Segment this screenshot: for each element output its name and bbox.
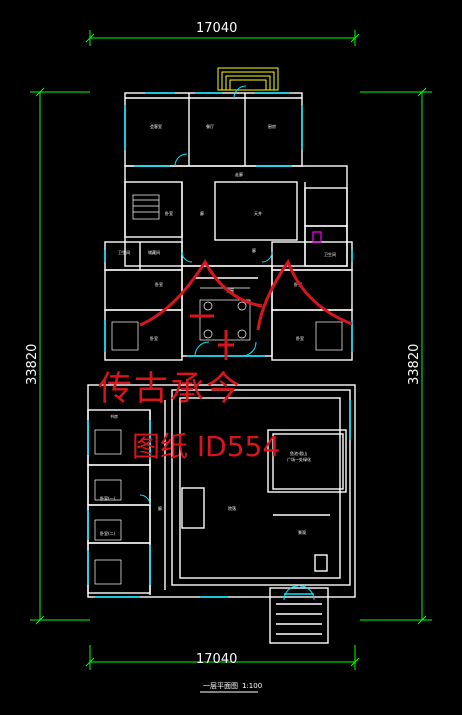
label-wash-w: 卫生间 (118, 249, 130, 255)
watermark-brand: 传古承今 (98, 369, 242, 409)
label-pool-note: 鱼池·假山 (290, 450, 307, 456)
label-yard: 院落 (228, 505, 236, 511)
dimension-lines (30, 30, 432, 670)
label-pool-note2: 广场一处绿化 (287, 456, 311, 462)
entry-steps-north (217, 67, 279, 91)
label-courtyard: 天井 (254, 210, 262, 216)
label-hall-w: 廊 (200, 210, 204, 216)
door-swings (139, 85, 315, 601)
label-storage-w: 储藏间 (148, 249, 160, 255)
label-main-hall: 堂屋 (226, 287, 234, 293)
label-bedroom-lw: 卧室 (150, 335, 158, 341)
watermark-roof-logo (139, 258, 353, 360)
label-bedroom-s2: 卧室(二) (100, 530, 116, 536)
label-hall-e: 廊 (252, 247, 256, 253)
dimension-height-left: 33820 (25, 344, 40, 385)
label-study: 书房 (110, 413, 118, 419)
room-labels: 会客室 餐厅 厨房 走廊 天井 卧室 廊 廊 卫生间 储藏间 卫生间 卧室 卧室… (100, 123, 336, 536)
dimension-width-top: 17040 (196, 21, 237, 36)
dimension-height-right: 33820 (407, 344, 422, 385)
label-bedroom-w: 卧室 (165, 210, 173, 216)
label-toilet-e: 卫生间 (324, 251, 336, 257)
label-kitchen: 厨房 (268, 123, 276, 129)
dimension-width-bottom: 17040 (196, 652, 237, 667)
label-bedroom-nw: 会客室 (150, 123, 162, 129)
label-bedroom-mid-w: 卧室 (155, 281, 163, 287)
drawing-scale: 1:100 (242, 682, 262, 690)
walls (87, 92, 356, 644)
drawing-title: 一层平面图 (203, 682, 238, 690)
label-bedroom-s1: 卧室(一) (100, 495, 116, 501)
label-corridor-s: 廊 (158, 505, 162, 511)
label-landscape: 景观 (298, 529, 306, 535)
label-corridor-top: 走廊 (235, 171, 243, 177)
watermark-id: 图纸 ID554 (132, 430, 280, 463)
toilet-fixture (312, 231, 322, 243)
label-bedroom-le: 卧室 (296, 335, 304, 341)
label-dining: 餐厅 (206, 123, 214, 129)
